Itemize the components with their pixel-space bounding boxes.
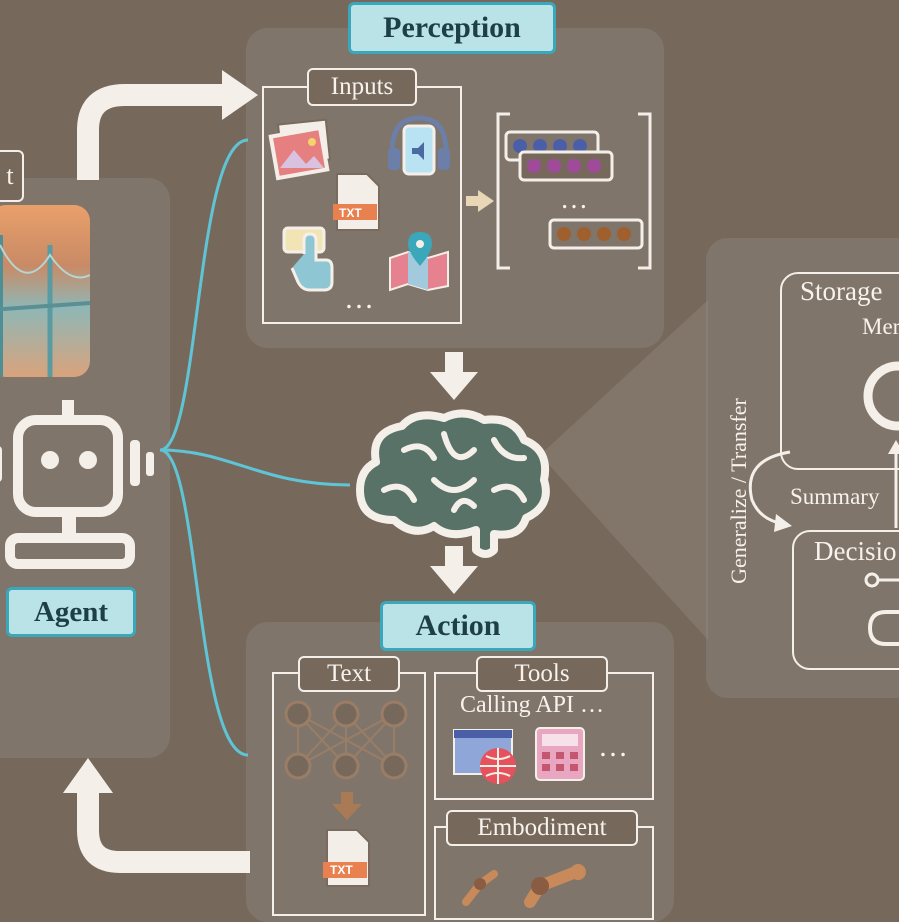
map-pin-icon <box>389 232 449 292</box>
cyan-line-action <box>159 448 249 757</box>
inputs-label: Inputs <box>307 68 417 106</box>
txt-file-label: TXT <box>339 206 362 220</box>
agent-partial-label-text: t <box>6 161 14 190</box>
output-txt-file-label: TXT <box>330 863 353 877</box>
generalize-arrowhead <box>774 514 792 532</box>
txt-file-icon <box>333 173 380 231</box>
brain-icon <box>356 409 550 558</box>
inputs-to-embedding-arrow <box>466 190 494 212</box>
neural-network-icon <box>284 700 408 780</box>
action-to-agent-arrowhead <box>63 758 113 793</box>
embodiment-label: Embodiment <box>446 810 638 846</box>
agent-label: Agent <box>6 587 136 637</box>
embedding-ellipsis: … <box>560 184 591 215</box>
tools-caption: Calling API … <box>460 692 605 718</box>
cyan-line-brain <box>159 448 351 487</box>
connector-layer <box>63 70 792 873</box>
agent-to-perception-arrow <box>77 84 225 180</box>
cyan-line-perception <box>159 138 249 452</box>
embedding-vector-1 <box>504 130 600 162</box>
headphones-phone-icon <box>388 115 450 176</box>
agent-partial-label: t <box>0 150 24 202</box>
decision-label: Decisio <box>814 536 897 566</box>
storage-circle-icon <box>863 361 899 431</box>
perception-title: Perception <box>348 2 556 54</box>
agent-to-perception-arrowhead <box>222 70 258 120</box>
brain-memory-beam <box>540 300 708 640</box>
browser-globe-icon <box>453 729 516 784</box>
brain-to-action-arrow <box>430 546 478 594</box>
tools-ellipsis: … <box>598 730 632 763</box>
robot-icon <box>0 400 154 569</box>
decision-flow-icon <box>864 572 899 646</box>
storage-box <box>780 272 899 470</box>
action-title: Action <box>380 601 536 651</box>
output-txt-file-icon <box>323 829 370 887</box>
generalize-arrow <box>748 450 791 526</box>
embedding-vector-3 <box>548 218 644 250</box>
perception-to-brain-arrow <box>430 352 478 400</box>
image-icon <box>268 118 332 181</box>
calculator-icon <box>535 727 585 781</box>
summary-up-arrow <box>888 440 899 528</box>
storage-label: Storage <box>800 276 883 306</box>
action-to-agent-arrow <box>77 790 250 873</box>
bridge-image <box>0 205 90 377</box>
embedding-vector-2 <box>518 150 614 182</box>
decision-box <box>792 530 899 670</box>
text-down-arrow <box>332 792 362 820</box>
text-label: Text <box>298 656 400 692</box>
touch-hand-icon <box>282 226 334 292</box>
inputs-ellipsis: … <box>344 282 378 315</box>
summary-label: Summary <box>790 484 880 509</box>
robot-arm-icon <box>462 864 586 908</box>
generalize-transfer-label: Generalize / Transfer <box>726 398 751 584</box>
storage-sublabel: Mer <box>862 314 899 339</box>
tools-label: Tools <box>476 656 608 692</box>
embedding-bracket <box>496 112 652 270</box>
